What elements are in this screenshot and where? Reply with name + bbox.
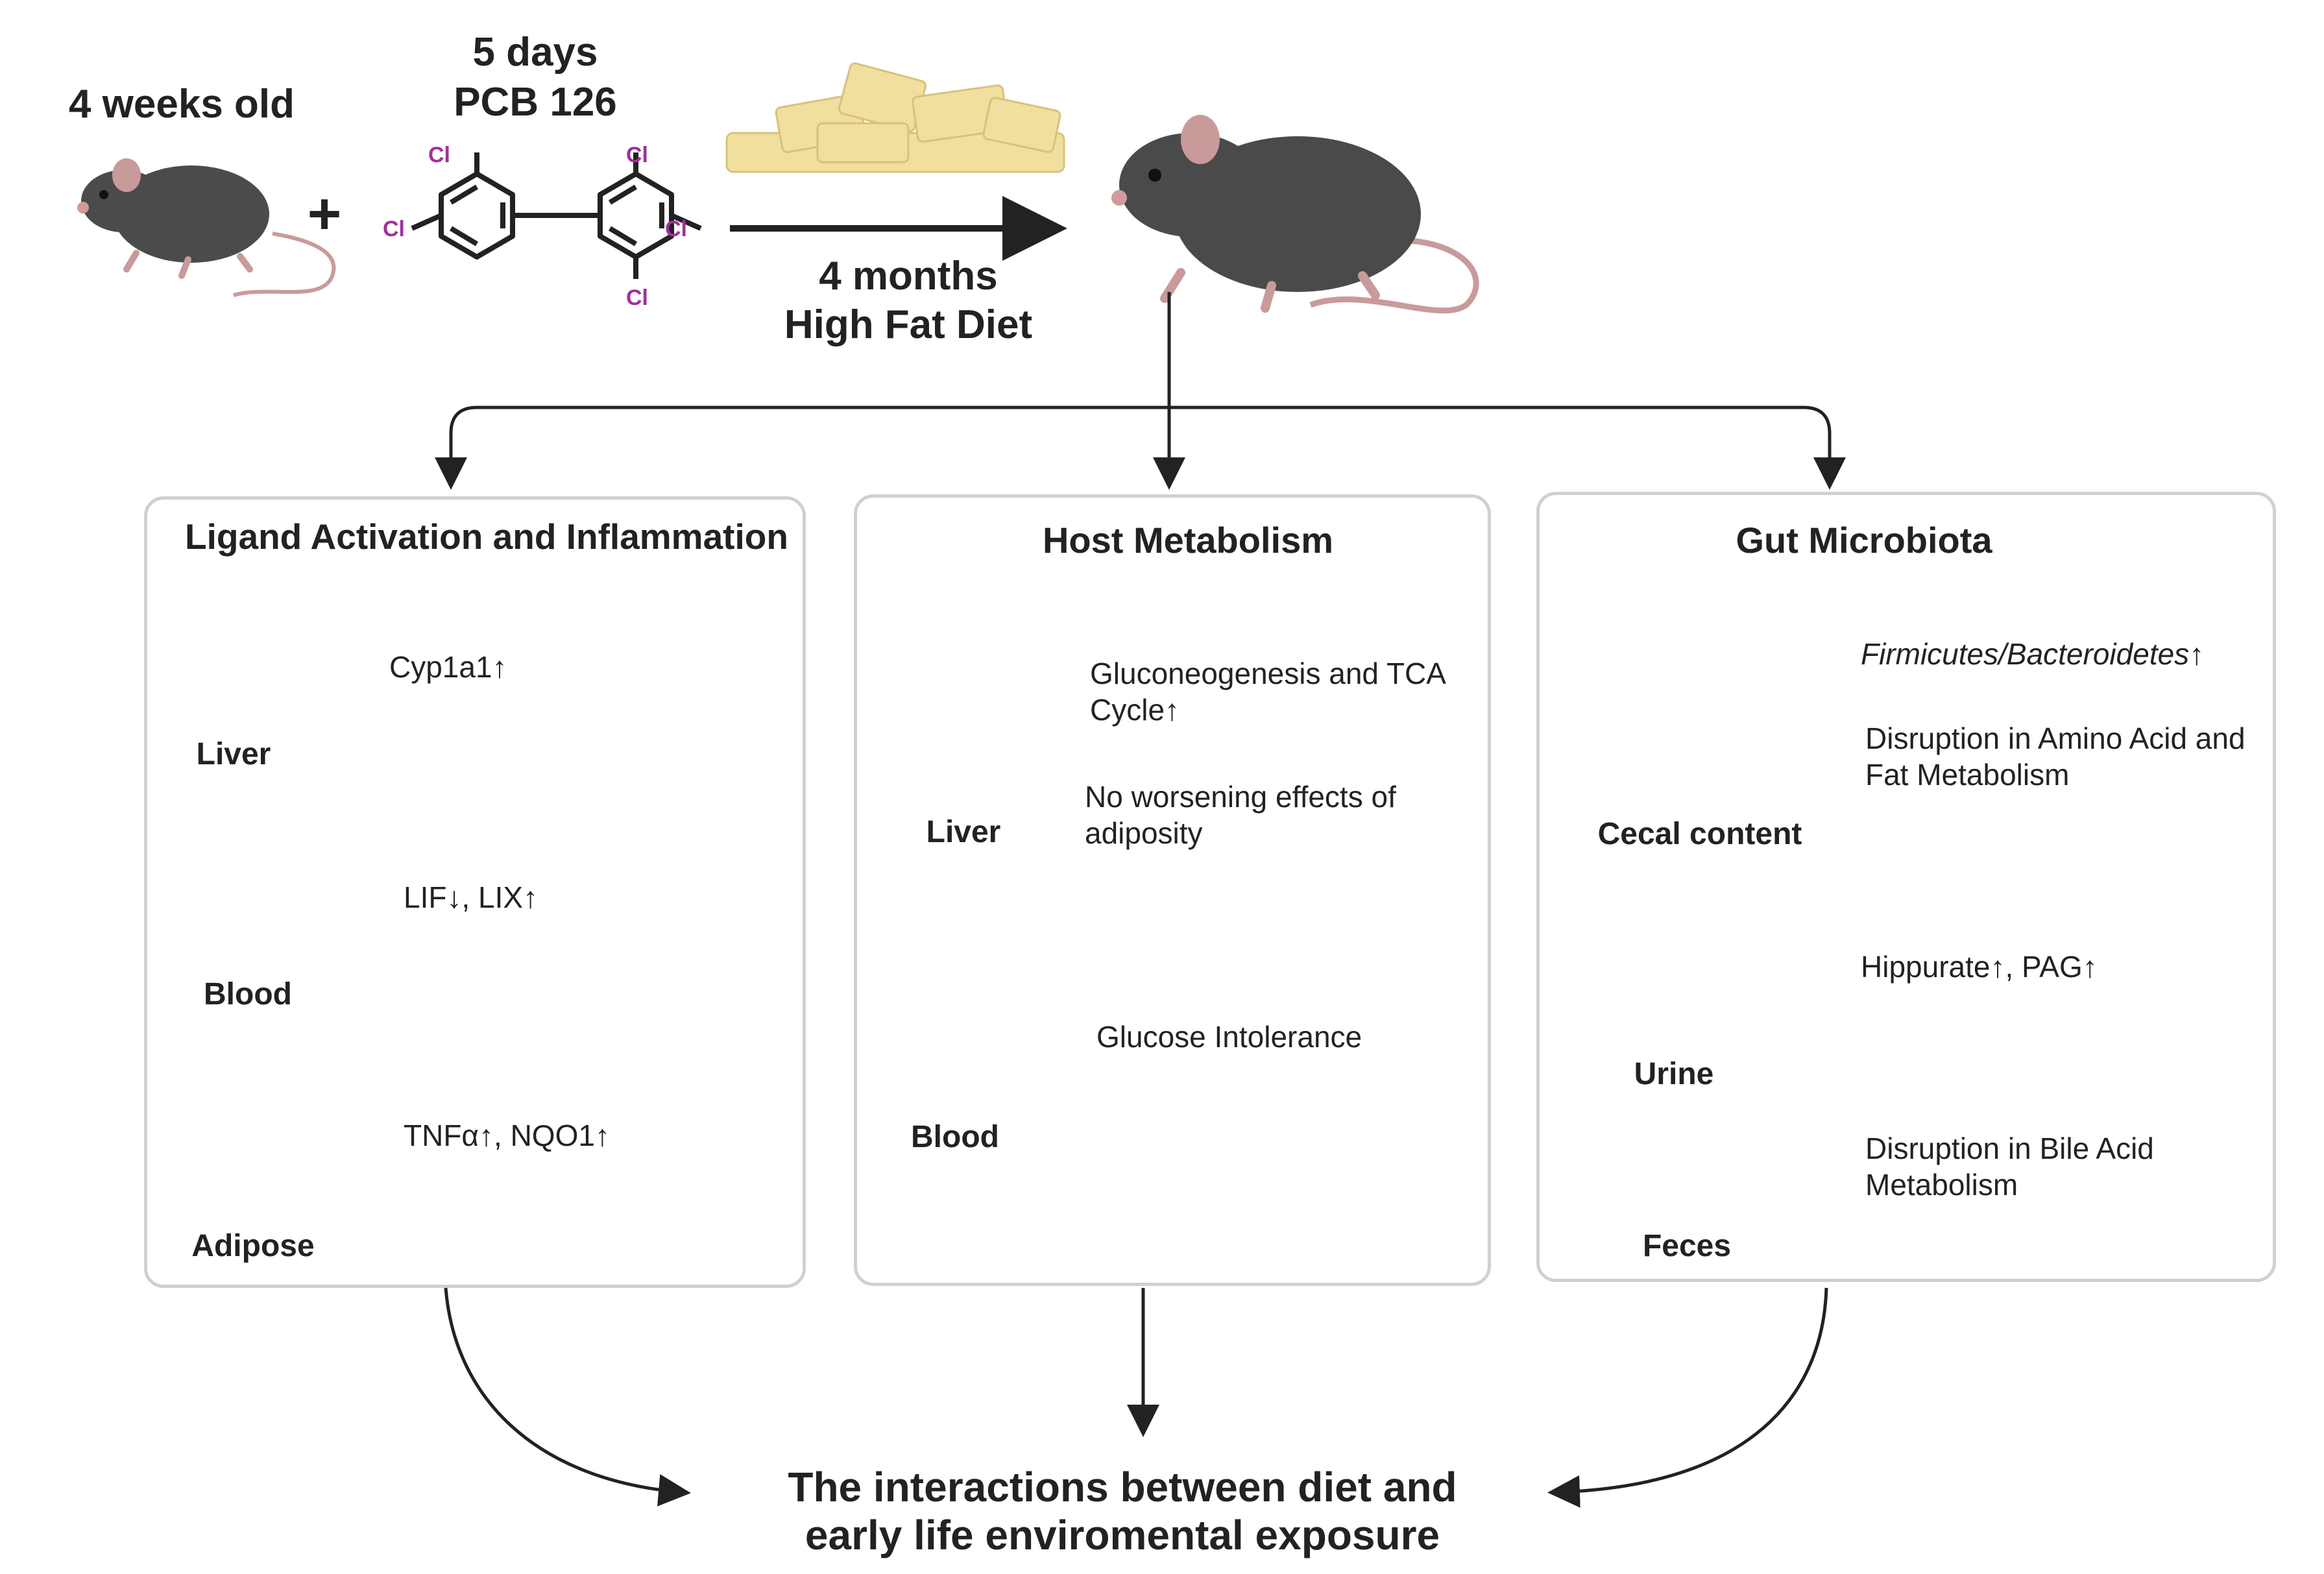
svg-text:Cl: Cl [626, 285, 648, 310]
panel-title: Gut Microbiota [1736, 520, 1992, 561]
branch-arrows [435, 292, 1846, 490]
high-fat-diet-pellets-icon [725, 62, 1065, 173]
organ-label-blood: Blood [911, 1120, 999, 1154]
panel-ligand-activation [144, 496, 806, 1288]
svg-text:Cl: Cl [626, 143, 648, 167]
effect-amino-acid-fat: Disruption in Amino Acid and Fat Metabol… [1865, 721, 2245, 792]
increase-arrow: ↑ [2189, 637, 2205, 671]
diet-label: High Fat Diet [784, 302, 1033, 347]
effect-glucose-intolerance: Glucose Intolerance [1096, 1020, 1362, 1054]
pcb126-structure-icon [411, 152, 702, 279]
organ-label-cecal-content: Cecal content [1597, 817, 1802, 851]
panel-title: Ligand Activation and Inflammation [185, 516, 788, 557]
young-mouse-icon [77, 158, 336, 297]
organ-label-liver: Liver [196, 737, 271, 771]
effect-firmicutes-bacteroidetes: Firmicutes/Bacteroidetes↑ [1861, 636, 2204, 672]
compound-label: PCB 126 [454, 80, 617, 125]
diet-duration-label: 4 months [819, 254, 998, 298]
panel-title: Host Metabolism [1042, 520, 1334, 561]
organ-label-urine: Urine [1634, 1057, 1714, 1091]
effect-adiposity: No worsening effects of adiposity [1085, 780, 1396, 850]
adult-mouse-icon [1111, 115, 1479, 314]
svg-text:Cl: Cl [383, 217, 405, 241]
chlorine-labels: Cl Cl Cl Cl Cl [383, 143, 687, 310]
bacteroidetes-text: Bacteroidetes [2006, 637, 2190, 671]
organ-label-liver: Liver [926, 815, 1001, 849]
conclusion-arrows [444, 1287, 1828, 1508]
age-label: 4 weeks old [68, 82, 295, 127]
effect-bile-acid: Disruption in Bile Acid Metabolism [1865, 1132, 2154, 1202]
plus-sign: + [308, 182, 342, 247]
panel-gut-microbiota [1536, 492, 2276, 1282]
effect-cyp1a1: Cyp1a1↑ [389, 650, 507, 684]
svg-text:Cl: Cl [428, 143, 450, 167]
organ-label-adipose: Adipose [191, 1229, 315, 1263]
effect-tnfa-nqo1: TNFα↑, NQO1↑ [404, 1119, 610, 1152]
effect-gluconeogenesis: Gluconeogenesis and TCA Cycle↑ [1090, 657, 1445, 727]
organ-label-blood: Blood [204, 977, 292, 1011]
effect-hippurate-pag: Hippurate↑, PAG↑ [1861, 950, 2098, 984]
organ-label-feces: Feces [1642, 1229, 1732, 1263]
conclusion-text: The interactions between diet and early … [788, 1464, 1457, 1558]
panel-host-metabolism [854, 494, 1491, 1286]
effect-lif-lix: LIF↓, LIX↑ [404, 880, 539, 914]
svg-text:Cl: Cl [665, 217, 687, 241]
exposure-days-label: 5 days [472, 30, 598, 75]
firmicutes-text: Firmicutes/ [1861, 637, 2007, 671]
